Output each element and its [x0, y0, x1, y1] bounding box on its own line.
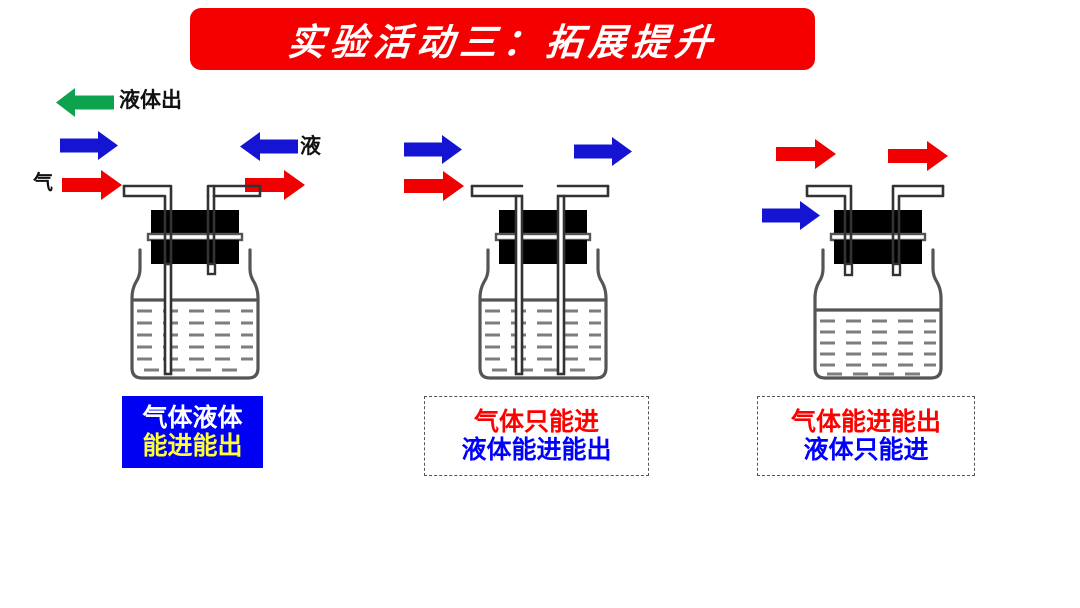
station3-gas-washing-bottle: [793, 172, 963, 387]
title-banner: 实验活动三：拓展提升: [190, 8, 815, 70]
station1-caption: 气体液体 能进能出: [122, 396, 263, 468]
page-title: 实验活动三：拓展提升: [285, 20, 720, 64]
station1-liquid-in-arrow: [240, 131, 298, 162]
station1-gas-out-upper-arrow: [60, 130, 118, 161]
station1-liquid-in-label: 液: [300, 134, 321, 158]
station3-gas-out-arrow: [888, 140, 948, 172]
station1-gas-in-arrow: [62, 169, 122, 201]
station3-caption-line1: 气体能进能出: [790, 407, 941, 436]
station3-caption: 气体能进能出 液体只能进: [757, 396, 975, 476]
station2-caption-line1: 气体只能进: [473, 407, 599, 436]
station1-gas-in-label: 气: [33, 170, 53, 194]
station2-liquid-out-arrow: [574, 136, 632, 167]
station1-liquid-out-label: 液体出: [119, 88, 182, 112]
station2-gas-washing-bottle: [458, 172, 628, 387]
station1-caption-line2: 能进能出: [142, 431, 243, 460]
station3-liquid-in-arrow: [762, 200, 820, 231]
station2-caption-line2: 液体能进能出: [461, 435, 612, 464]
station1-caption-line1: 气体液体: [142, 403, 243, 432]
station1-gas-washing-bottle: [110, 172, 280, 387]
station3-gas-in-arrow: [776, 138, 836, 170]
station3-caption-line2: 液体只能进: [803, 435, 929, 464]
station1-liquid-out-arrow: [56, 86, 114, 119]
station2-gas-in-arrow: [404, 170, 464, 202]
station2-caption: 气体只能进 液体能进能出: [424, 396, 649, 476]
station2-liquid-in-arrow: [404, 134, 462, 165]
station1-gas-exit-arrow: [245, 169, 305, 201]
